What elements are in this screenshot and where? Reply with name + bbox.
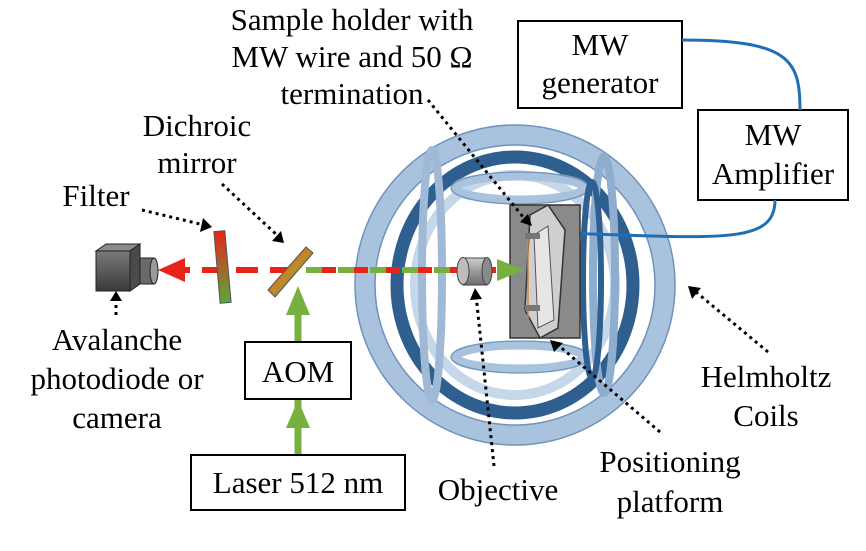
dark-coil-ring <box>390 150 640 420</box>
bottom-coil <box>451 340 589 374</box>
avalanche-label-3: camera <box>72 400 162 435</box>
outer-ring-edge <box>354 124 676 446</box>
mw-generator-label-2: generator <box>541 65 659 100</box>
objective <box>456 257 493 286</box>
laser-box: Laser 512 nm <box>190 454 406 511</box>
helmholtz-label-2: Coils <box>733 398 798 433</box>
filter <box>213 230 232 304</box>
green-arrow-upper <box>286 286 310 315</box>
helmholtz-label-1: Helmholtz <box>701 359 832 394</box>
mw-generator-box: MW generator <box>517 20 683 109</box>
outer-ring-inner-edge <box>374 144 656 426</box>
red-arrow-detector <box>158 258 185 282</box>
aom-box: AOM <box>244 341 352 400</box>
pointer-dichroic-head <box>272 231 284 243</box>
filter-label: Filter <box>62 178 130 213</box>
top-coil <box>451 171 589 205</box>
pointer-sample-holder <box>426 99 530 224</box>
pointer-helmholtz-head <box>688 286 701 299</box>
pointer-dichroic <box>220 182 280 238</box>
right-side-coil-dark <box>580 179 604 381</box>
pointer-sample-holder-head <box>520 214 532 226</box>
sample-holder-label-2: MW wire and 50 Ω <box>231 39 472 74</box>
sample-holder-label-3: termination <box>281 76 424 111</box>
sample-holder <box>524 204 566 340</box>
dichroic-mirror <box>267 246 314 298</box>
positioning-label-1: Positioning <box>599 444 740 479</box>
objective-label: Objective <box>438 472 559 507</box>
pointer-lines <box>110 99 769 467</box>
laser-label: Laser 512 nm <box>213 465 383 500</box>
pointer-camera-head <box>110 291 122 301</box>
left-side-coil <box>418 146 446 404</box>
pointer-helmholtz <box>695 290 769 354</box>
outer-ring <box>355 125 675 445</box>
pointer-positioning <box>557 343 661 434</box>
pointer-filter-head <box>200 218 212 232</box>
camera-icon <box>94 243 159 292</box>
positioning-label-2: platform <box>617 484 724 519</box>
right-side-coil <box>589 153 619 397</box>
aom-label: AOM <box>262 354 334 389</box>
dichroic-label-2: mirror <box>157 145 237 180</box>
pointer-positioning-head <box>550 340 563 352</box>
mw-amplifier-label-2: Amplifier <box>712 156 835 191</box>
mw-amplifier-box: MW Amplifier <box>697 109 849 201</box>
green-arrow-sample <box>497 259 524 281</box>
sample-holder-label-1: Sample holder with <box>231 2 474 37</box>
mw-generator-label-1: MW <box>572 27 630 62</box>
pointer-objective <box>474 294 496 467</box>
green-arrow-lower <box>286 400 310 428</box>
mw-cable-amplifier-sample <box>559 199 777 239</box>
pointer-filter <box>141 208 205 227</box>
mw-amplifier-label-1: MW <box>745 117 803 152</box>
avalanche-label-2: photodiode or <box>30 361 204 396</box>
pointer-objective-head <box>470 288 482 300</box>
avalanche-label-1: Avalanche <box>52 322 182 357</box>
helmholtz-coils <box>354 124 676 446</box>
mw-cable-generator-amplifier <box>681 38 802 111</box>
dichroic-label-1: Dichroic <box>143 108 251 143</box>
